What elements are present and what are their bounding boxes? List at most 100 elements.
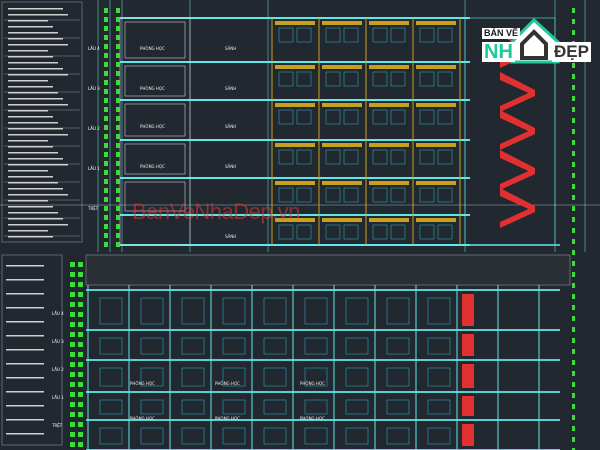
window (263, 367, 287, 387)
title-block-text (6, 265, 44, 267)
dimension-tick (104, 17, 108, 22)
window (427, 337, 451, 355)
dimension-tick (572, 448, 575, 450)
window (390, 149, 406, 165)
balcony-rail (369, 143, 409, 147)
window (296, 27, 312, 43)
dimension-tick (70, 362, 75, 367)
title-block-text (6, 391, 44, 393)
dimension-tick (572, 415, 575, 420)
title-block-text (8, 14, 68, 16)
title-block-text (6, 433, 44, 435)
dimension-tick (116, 224, 120, 229)
dimension-tick (104, 125, 108, 130)
level-label: LẦU 1 (52, 395, 64, 400)
window (278, 71, 294, 87)
title-block-text (8, 194, 68, 196)
window (222, 297, 246, 325)
stair-flight (500, 150, 535, 174)
window (437, 149, 453, 165)
balcony-rail (416, 103, 456, 107)
room-label: SẢNH (225, 86, 236, 91)
dimension-tick (78, 362, 83, 367)
balcony-rail (369, 65, 409, 69)
window (343, 224, 359, 240)
dimension-tick (572, 63, 575, 68)
balcony-rail (322, 65, 362, 69)
dimension-tick (104, 53, 108, 58)
window (296, 109, 312, 125)
dimension-tick (104, 179, 108, 184)
balcony-rail (369, 103, 409, 107)
window (390, 187, 406, 203)
level-label: LẦU 2 (52, 367, 64, 372)
window (99, 427, 123, 445)
dimension-tick (78, 422, 83, 427)
dimension-tick (572, 316, 575, 321)
dimension-tick (116, 152, 120, 157)
dimension-tick (104, 197, 108, 202)
window (325, 149, 341, 165)
dimension-tick (70, 422, 75, 427)
dimension-tick (572, 162, 575, 167)
dimension-tick (572, 426, 575, 431)
dimension-tick (70, 282, 75, 287)
window (325, 71, 341, 87)
window (343, 149, 359, 165)
dimension-tick (70, 312, 75, 317)
dimension-tick (70, 322, 75, 327)
title-block-text (6, 293, 44, 295)
window (304, 297, 328, 325)
title-block-text (8, 62, 58, 64)
window (345, 427, 369, 445)
dimension-tick (78, 412, 83, 417)
window (278, 187, 294, 203)
room-label: PHÒNG HỌC (130, 416, 155, 421)
dimension-tick (572, 261, 575, 266)
balcony-rail (275, 103, 315, 107)
dimension-tick (572, 283, 575, 288)
balcony-rail (369, 21, 409, 25)
stair-flight (500, 128, 535, 150)
title-block-text (8, 86, 53, 88)
window (437, 224, 453, 240)
window (278, 149, 294, 165)
dimension-tick (116, 107, 120, 112)
dimension-tick (116, 44, 120, 49)
balcony-rail (322, 103, 362, 107)
dimension-tick (70, 332, 75, 337)
room-label: SẢNH (225, 124, 236, 129)
dimension-tick (572, 184, 575, 189)
title-block-text (8, 158, 63, 160)
balcony-rail (322, 218, 362, 222)
dimension-tick (104, 8, 108, 13)
title-block-text (8, 218, 63, 220)
window (419, 187, 435, 203)
window (181, 297, 205, 325)
window (99, 367, 123, 387)
balcony-rail (416, 65, 456, 69)
window (372, 224, 388, 240)
window (390, 71, 406, 87)
dimension-tick (78, 272, 83, 277)
dimension-tick (572, 8, 575, 13)
logo-line1: BẢN VẼ (482, 28, 521, 39)
title-block-text (8, 56, 53, 58)
window (343, 187, 359, 203)
dimension-tick (572, 173, 575, 178)
balcony-rail (275, 21, 315, 25)
dimension-tick (104, 26, 108, 31)
window (419, 109, 435, 125)
dimension-tick (78, 282, 83, 287)
dimension-tick (70, 432, 75, 437)
room-outline (124, 21, 186, 59)
dimension-tick (572, 228, 575, 233)
dimension-tick (104, 116, 108, 121)
balcony-rail (416, 21, 456, 25)
title-block-text (8, 110, 48, 112)
title-block-text (6, 377, 44, 379)
dimension-tick (104, 71, 108, 76)
title-block-text (8, 128, 63, 130)
site-logo: BẢN VẼ NH ĐẸP (472, 12, 591, 64)
